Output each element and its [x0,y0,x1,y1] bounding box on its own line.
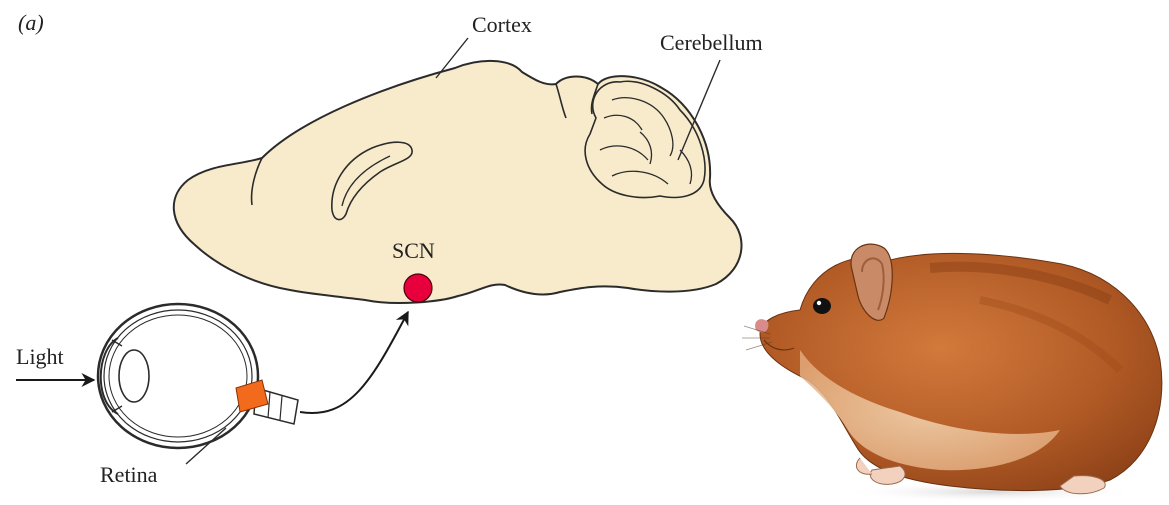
eye-cross-section [98,304,298,448]
light-label: Light [16,344,64,369]
hamster-eye [813,298,831,314]
panel-label: (a) [18,10,44,35]
scn-label: SCN [392,238,435,263]
scn-dot [404,274,432,302]
hamster-nose [755,319,768,332]
cortex-label: Cortex [472,12,532,37]
brain-illustration [174,61,742,303]
hamster-illustration [742,244,1162,502]
hamster-front-paw [870,466,905,484]
lens [119,350,149,402]
retina-label: Retina [100,462,158,487]
retina-to-scn-arrow [300,312,408,413]
cerebellum-label: Cerebellum [660,30,763,55]
